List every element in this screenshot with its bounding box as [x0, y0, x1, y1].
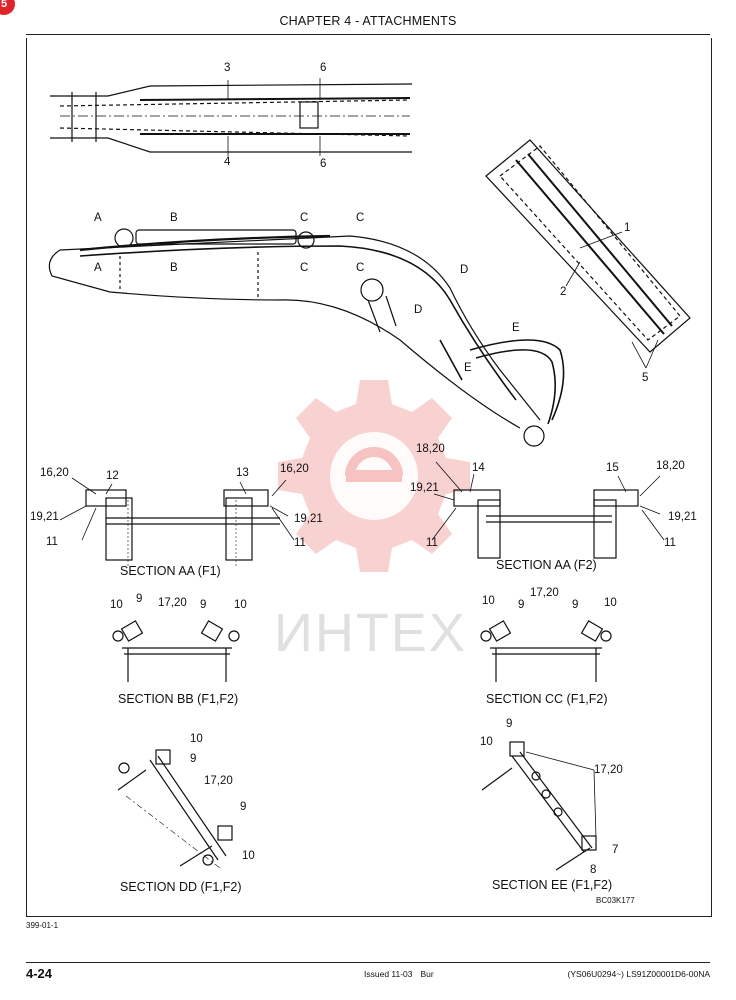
callout-17-20-ee: 17,20: [594, 764, 623, 776]
callout-17-20-dd: 17,20: [204, 775, 233, 787]
callout-1: 1: [624, 222, 631, 234]
section-dd-title: SECTION DD (F1,F2): [120, 880, 242, 894]
callout-18-20-right: 18,20: [656, 460, 685, 472]
callout-10-bb-left: 10: [110, 599, 123, 611]
callout-11-f2-left: 11: [426, 537, 438, 549]
callout-9-ee: 9: [506, 718, 513, 730]
section-marker-c-2: C: [356, 212, 365, 224]
callout-16-20-right: 16,20: [280, 463, 309, 475]
section-marker-e-1: E: [512, 322, 520, 334]
section-aa-f2-drawing: [453, 489, 639, 559]
issued-date: Issued 11-03: [364, 969, 413, 979]
section-marker-a-bottom: A: [94, 262, 102, 274]
section-marker-c-3: C: [300, 262, 309, 274]
section-cc-title: SECTION CC (F1,F2): [486, 692, 608, 706]
section-ee-drawing: [481, 741, 597, 871]
callout-18-20-left: 18,20: [416, 443, 445, 455]
callout-11-f1-left: 11: [46, 536, 58, 548]
section-aa-f2-title: SECTION AA (F2): [496, 558, 597, 572]
callout-9-bb-left: 9: [136, 593, 143, 605]
callout-11-f1-right: 11: [294, 537, 306, 549]
callout-11-f2-right: 11: [664, 537, 676, 549]
callout-10-dd-top: 10: [190, 733, 203, 745]
arm-end-detail: [485, 139, 691, 353]
callout-15: 15: [606, 462, 619, 474]
issued-info: Issued 11-03 Bur: [364, 969, 434, 979]
callout-2: 2: [560, 286, 567, 298]
boom-side-view: [48, 228, 565, 447]
boom-top-view: [50, 78, 413, 156]
callout-19-21-f1-right: 19,21: [294, 513, 323, 525]
callout-5: 5: [642, 372, 649, 384]
section-marker-a-top: A: [94, 212, 102, 224]
section-marker-c-1: C: [300, 212, 309, 224]
callout-17-20-cc: 17,20: [530, 587, 559, 599]
callout-9-bb-right: 9: [200, 599, 207, 611]
callout-9-cc-right: 9: [572, 599, 579, 611]
callout-9-cc-left: 9: [518, 599, 525, 611]
section-bb-drawing: [112, 620, 240, 682]
callout-9-dd-top: 9: [190, 753, 197, 765]
section-marker-b-bottom: B: [170, 262, 178, 274]
callout-19-21-f2-right: 19,21: [668, 511, 697, 523]
callout-10-ee: 10: [480, 736, 493, 748]
figure-id: BC03K177: [596, 896, 635, 905]
figure-frame: [26, 38, 712, 917]
callout-17-20-bb: 17,20: [158, 597, 187, 609]
callout-12: 12: [106, 470, 119, 482]
callout-8: 8: [590, 864, 597, 876]
section-aa-f1-title: SECTION AA (F1): [120, 564, 221, 578]
page-number: 4-24: [26, 966, 53, 981]
callout-19-21-f1-left: 19,21: [30, 511, 59, 523]
section-cc-drawing: [480, 620, 612, 682]
callout-13: 13: [236, 467, 249, 479]
callout-10-dd-bottom: 10: [242, 850, 255, 862]
callout-6-bottom: 6: [320, 158, 327, 170]
callout-14: 14: [472, 462, 485, 474]
leader-lines: [59, 231, 665, 541]
section-marker-c-4: C: [356, 262, 365, 274]
section-dd-drawing: [117, 749, 233, 869]
callout-3: 3: [224, 62, 231, 74]
watermark-text: ИНТЕХ: [274, 603, 467, 663]
section-marker-e-2: E: [464, 362, 472, 374]
callout-9-dd-bottom: 9: [240, 801, 247, 813]
section-ee-title: SECTION EE (F1,F2): [492, 878, 613, 892]
section-bb-title: SECTION BB (F1,F2): [118, 692, 239, 706]
document-number: 399-01-1: [26, 921, 59, 930]
header-rule: [26, 34, 710, 35]
callout-10-cc-left: 10: [482, 595, 495, 607]
chapter-title: CHAPTER 4 - ATTACHMENTS: [279, 14, 457, 28]
issuer: Bur: [420, 969, 434, 979]
corner-badge: 5: [0, 0, 15, 15]
section-aa-f1-drawing: [85, 489, 280, 566]
footer-rule: [26, 962, 710, 963]
callout-4: 4: [224, 156, 231, 168]
callout-7: 7: [612, 844, 619, 856]
callout-10-cc-right: 10: [604, 597, 617, 609]
reference-code: (YS06U0294~) LS91Z00001D6-00NA: [567, 969, 710, 979]
callout-19-21-f2-left: 19,21: [410, 482, 439, 494]
section-marker-b-top: B: [170, 212, 178, 224]
section-marker-d-2: D: [414, 304, 423, 316]
callout-6-top: 6: [320, 62, 327, 74]
callout-16-20-left: 16,20: [40, 467, 69, 479]
callout-10-bb-right: 10: [234, 599, 247, 611]
section-marker-d-1: D: [460, 264, 469, 276]
